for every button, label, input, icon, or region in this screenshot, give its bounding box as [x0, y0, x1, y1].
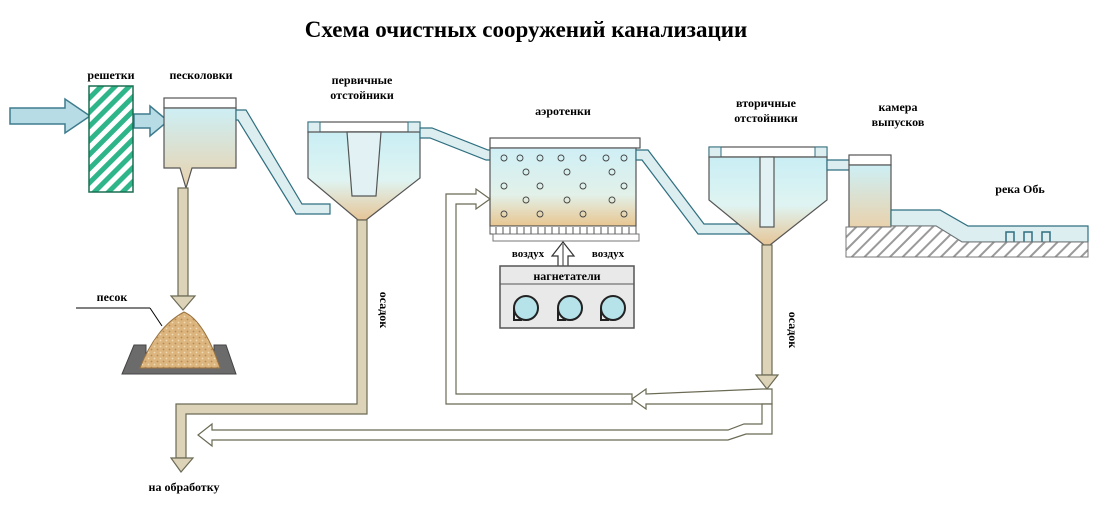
screen-to-sandtrap-arrow [133, 104, 170, 138]
air-bubble-icon [500, 210, 508, 218]
air-bubble-icon [536, 182, 544, 190]
label-to-treatment: на обработку [149, 480, 220, 494]
label-secondary-line1: вторичные [736, 96, 797, 110]
sludge-line-secondary [754, 244, 780, 390]
air-bubble-icon [500, 182, 508, 190]
label-primary-line1: первичные [332, 73, 393, 87]
label-outlet-line1: камера [879, 100, 918, 114]
secondary-clarifier [708, 146, 828, 246]
screens-grate [88, 85, 134, 193]
pipe-secondary-to-outlet [826, 159, 851, 171]
inflow-arrow [9, 97, 92, 135]
air-bubble-icon [500, 154, 508, 162]
label-sludge-2: осадок [786, 312, 800, 349]
sand-pile [121, 311, 237, 375]
sand-trap-tank [163, 97, 237, 311]
air-bubble-icon [579, 154, 587, 162]
sludge-line-primary [169, 219, 368, 473]
outlet-chamber [848, 154, 892, 228]
blowers-unit [499, 265, 635, 329]
blower-fan-icon [557, 295, 583, 321]
label-screens: решетки [87, 68, 134, 82]
blower-fan-icon [600, 295, 626, 321]
label-blowers: нагнетатели [533, 269, 600, 283]
air-bubble-icon [579, 182, 587, 190]
label-aerotanks: аэротенки [535, 104, 591, 118]
air-bubble-icon [579, 210, 587, 218]
air-bubble-icon [602, 154, 610, 162]
air-bubble-icon [536, 154, 544, 162]
label-river: река Обь [995, 182, 1045, 196]
label-air-right: воздух [592, 248, 625, 260]
return-sludge-line [445, 187, 773, 411]
air-bubble-icon [620, 210, 628, 218]
label-sand-traps: песколовки [169, 68, 232, 82]
air-bubble-icon [563, 196, 571, 204]
label-secondary-line2: отстойники [734, 111, 798, 125]
page-title: Схема очистных сооружений канализации [305, 17, 748, 42]
excess-sludge-line [197, 403, 773, 448]
ground [845, 225, 1089, 258]
air-bubble-icon [620, 154, 628, 162]
label-sludge-1: осадок [377, 292, 391, 329]
aeration-bubbles [500, 154, 628, 218]
blower-fan-icon [513, 295, 539, 321]
label-primary-line2: отстойники [330, 88, 394, 102]
air-bubble-icon [563, 168, 571, 176]
air-bubble-icon [516, 154, 524, 162]
pipe-sandtrap-to-primary [235, 109, 331, 215]
air-bubble-icon [557, 154, 565, 162]
air-bubble-icon [522, 168, 530, 176]
label-outlet-line2: выпусков [872, 115, 925, 129]
label-sand: песок [97, 290, 128, 304]
label-air-left: воздух [512, 248, 545, 260]
air-bubble-icon [522, 196, 530, 204]
air-supply-arrow [550, 241, 576, 269]
primary-clarifier [307, 121, 421, 221]
sand-leader-tick [149, 307, 163, 327]
aerotank [489, 137, 641, 242]
air-bubble-icon [536, 210, 544, 218]
air-bubble-icon [608, 168, 616, 176]
air-bubble-icon [620, 182, 628, 190]
air-bubble-icon [608, 196, 616, 204]
air-diffusers [495, 227, 630, 234]
pipe-primary-to-aerotank [419, 127, 495, 161]
